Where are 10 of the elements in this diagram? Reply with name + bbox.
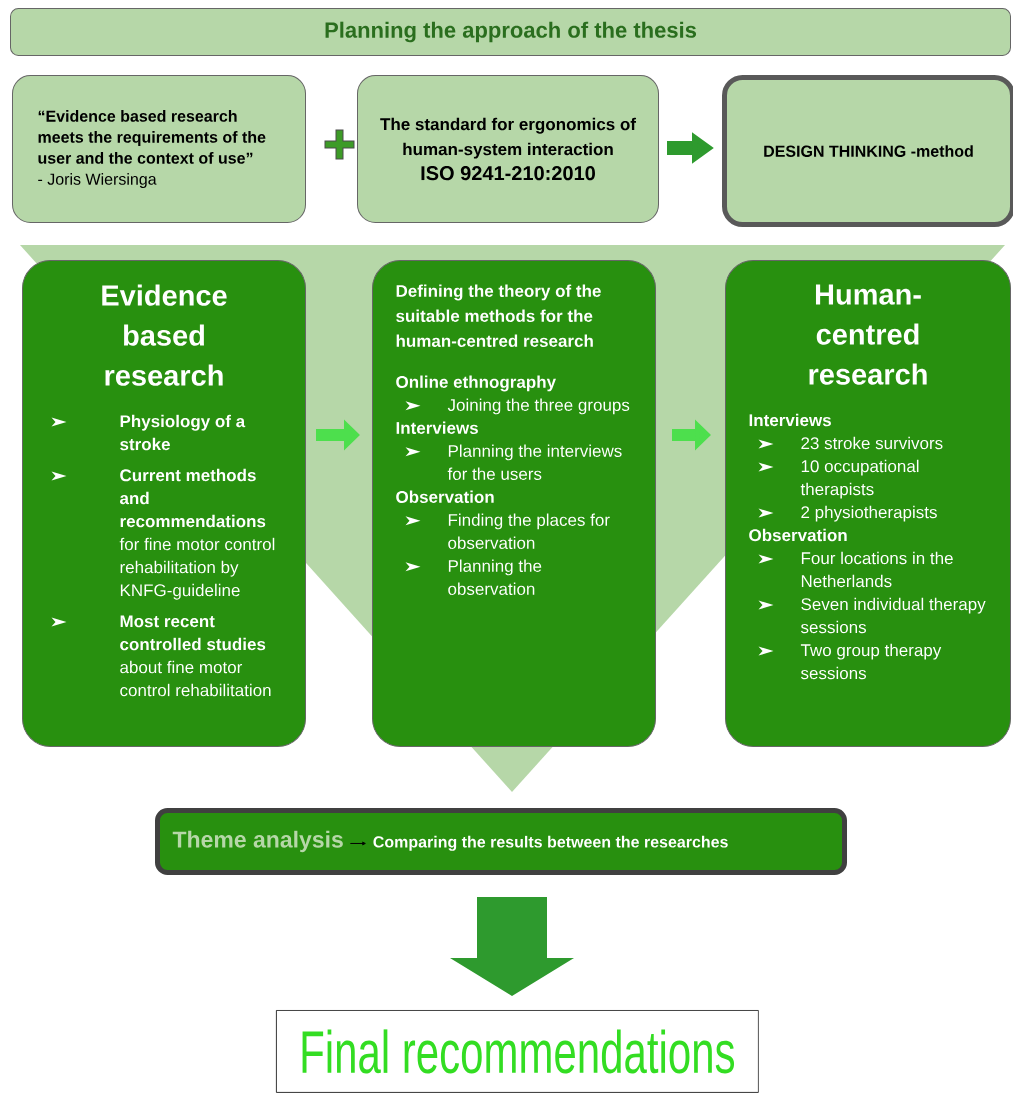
- result-box: Final recommendations: [276, 1010, 759, 1093]
- standard-box: The standard for ergonomics of human-system interaction ISO 9241-210:2010: [357, 75, 659, 223]
- research-box: Defining the theory of the suitable methods for the human-centred research Online ethnography Joining the three groups Interviews Planning the interviews for the users Observation Finding the places for observation Planning the observation: [372, 260, 656, 747]
- research-box: Human-centred research Interviews 23 stroke survivors 10 occupational therapists 2 physiotherapists Observation Four locations in the Netherlands Seven individual therapy sessions Two group therapy sessions: [725, 260, 1011, 747]
- method-box: DESIGN THINKING -method: [722, 75, 1013, 227]
- block-arrow: [450, 897, 574, 996]
- quote-box: “Evidence based research meets the requirements of the user and the context of use” - Joris Wiersinga: [12, 75, 306, 223]
- analysis-box: Theme analysis Comparing the results between the researches: [155, 808, 847, 875]
- title-box: Planning the approach of the thesis: [10, 8, 1011, 56]
- research-box: Evidence based research Physiology of a stroke Current methods and recommendations for fine motor control rehabilitation by KNFG-guideline Most recent controlled studies about fine motor control rehabilitation: [22, 260, 306, 747]
